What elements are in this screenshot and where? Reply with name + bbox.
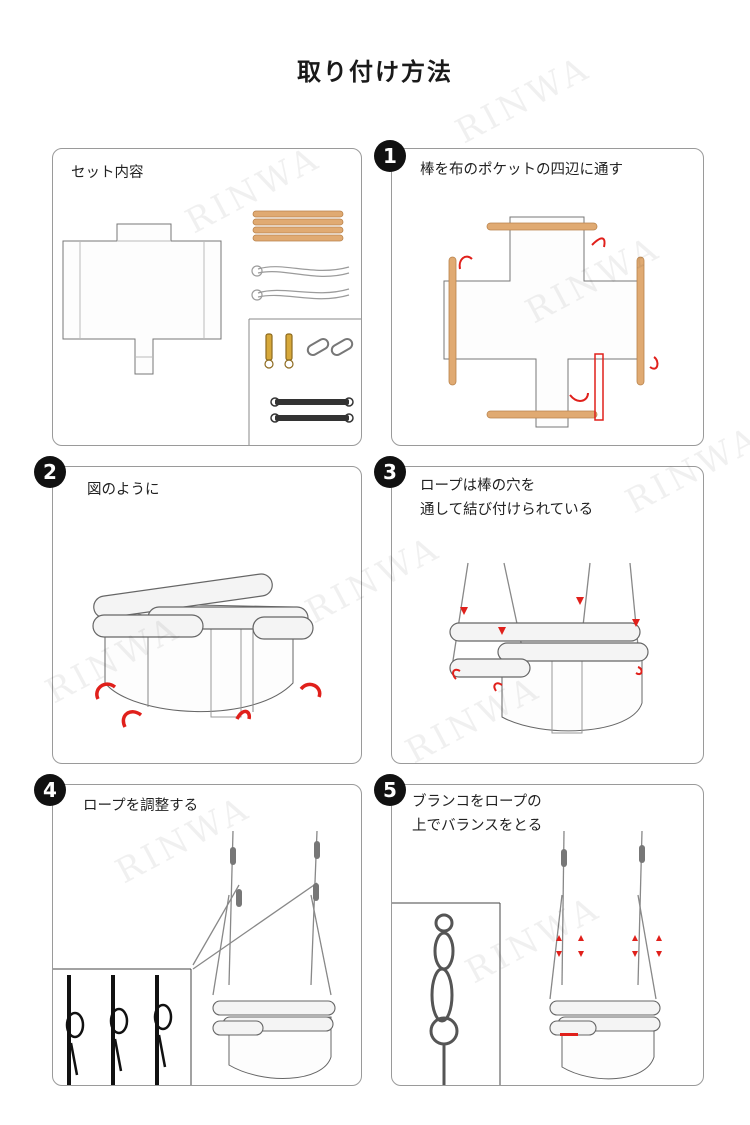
step-2-number-badge: 2 xyxy=(34,456,66,488)
step-4-number-badge: 4 xyxy=(34,774,66,806)
step-4-illustration xyxy=(53,830,336,1085)
page-title: 取り付け方法 xyxy=(297,58,453,86)
step-3-text-line-1: ロープは棒の穴を xyxy=(420,478,536,494)
step-5-illustration xyxy=(392,830,662,1085)
step-3-number-badge: 3 xyxy=(374,456,406,488)
step-1-number-badge: 1 xyxy=(374,140,406,172)
step-4-panel: ロープを調整する xyxy=(52,784,362,1086)
step-5-text-line-1: ブランコをロープの xyxy=(412,794,542,810)
hook-closeup xyxy=(429,913,459,1085)
step-1-text-line-1: 棒を布のポケットの四辺に通す xyxy=(420,162,623,178)
kit-contents-panel: セット内容 xyxy=(52,148,362,446)
step-3-panel: ロープは棒の穴を 通して結び付けられている xyxy=(391,466,704,764)
step-5-text-line-2: 上でバランスをとる xyxy=(412,818,543,834)
step-3-illustration xyxy=(449,562,649,734)
step-3-text-line-2: 通して結び付けられている xyxy=(420,502,594,518)
step-5-panel: ブランコをロープの 上でバランスをとる xyxy=(391,784,704,1086)
kit-contents-illustration xyxy=(62,210,361,445)
step-1-illustration xyxy=(443,216,659,428)
adjustable-straps xyxy=(270,397,354,423)
fabric-seat-flat xyxy=(62,223,222,375)
ceiling-hooks xyxy=(264,333,294,369)
step-2-illustration xyxy=(92,573,322,728)
step-2-panel: 図のように xyxy=(52,466,362,764)
step-2-text-line-1: 図のように xyxy=(87,482,160,498)
carabiners xyxy=(306,338,354,356)
step-1-panel: 棒を布のポケットの四辺に通す xyxy=(391,148,704,446)
step-4-text-line-1: ロープを調整する xyxy=(83,798,199,814)
ropes xyxy=(251,265,350,301)
step-5-number-badge: 5 xyxy=(374,774,406,806)
kit-contents-heading: セット内容 xyxy=(71,165,144,181)
wooden-bars xyxy=(252,210,344,242)
